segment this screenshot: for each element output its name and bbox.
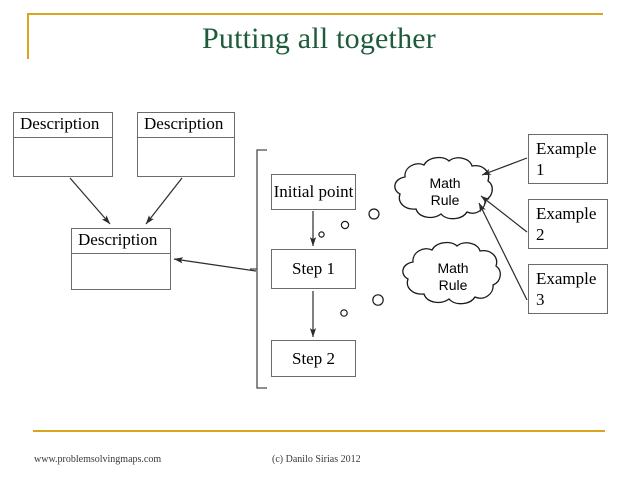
description-box-3[interactable]: Description [71, 228, 171, 290]
accent-rule-top-horizontal [27, 13, 603, 15]
flow-step-initial-point-label: Initial point [273, 182, 354, 201]
connector-example2-to-cloud [480, 195, 528, 233]
description-box-2-label: Description [138, 113, 234, 138]
example-box-2[interactable]: Example 2 [528, 199, 608, 249]
slide-title: Putting all together [202, 22, 436, 55]
accent-rule-top-vertical [27, 13, 29, 59]
flow-group-bracket [250, 149, 267, 389]
example-box-3[interactable]: Example 3 [528, 264, 608, 314]
flow-step-1[interactable]: Step 1 [271, 249, 356, 289]
accent-rule-footer [33, 430, 605, 432]
connector-desc2-to-desc3 [145, 177, 183, 225]
flow-step-2[interactable]: Step 2 [271, 340, 356, 377]
example-box-2-line1: Example [536, 204, 597, 223]
footer-website: www.problemsolvingmaps.com [34, 454, 162, 465]
example-box-3-line2: 3 [536, 289, 545, 309]
thought-trail-upper [318, 208, 380, 238]
description-box-2[interactable]: Description [137, 112, 235, 177]
description-box-3-label: Description [72, 229, 170, 254]
connector-example3-to-cloud [478, 202, 528, 301]
description-box-3-body[interactable] [72, 254, 170, 289]
flow-step-initial-point[interactable]: Initial point [271, 174, 356, 210]
description-box-1-label: Description [14, 113, 112, 138]
example-box-1-line1: Example [536, 139, 597, 158]
thought-cloud-lower-line1: Math [437, 260, 469, 276]
flow-step-1-label: Step 1 [292, 259, 335, 278]
example-box-1-line2: 1 [536, 159, 545, 179]
flow-step-2-label: Step 2 [292, 348, 335, 368]
thought-cloud-upper-line1: Math [429, 175, 461, 191]
thought-cloud-lower-line2: Rule [438, 276, 468, 293]
thought-trail-lower [340, 294, 384, 317]
description-box-1[interactable]: Description [13, 112, 113, 177]
thought-cloud-upper-label: Math Rule [413, 175, 477, 208]
footer-copyright: (c) Danilo Sirias 2012 [272, 454, 361, 465]
example-box-1[interactable]: Example 1 [528, 134, 608, 184]
connector-example1-to-cloud [481, 157, 528, 176]
thought-cloud-lower-label: Math Rule [421, 260, 485, 293]
example-box-2-line2: 2 [536, 224, 545, 244]
thought-cloud-upper-line2: Rule [430, 191, 460, 208]
example-box-3-line1: Example [536, 269, 597, 288]
connector-desc1-to-desc3 [69, 177, 111, 225]
connector-flow-to-desc3 [173, 257, 257, 272]
description-box-1-body[interactable] [14, 138, 112, 176]
description-box-2-body[interactable] [138, 138, 234, 176]
